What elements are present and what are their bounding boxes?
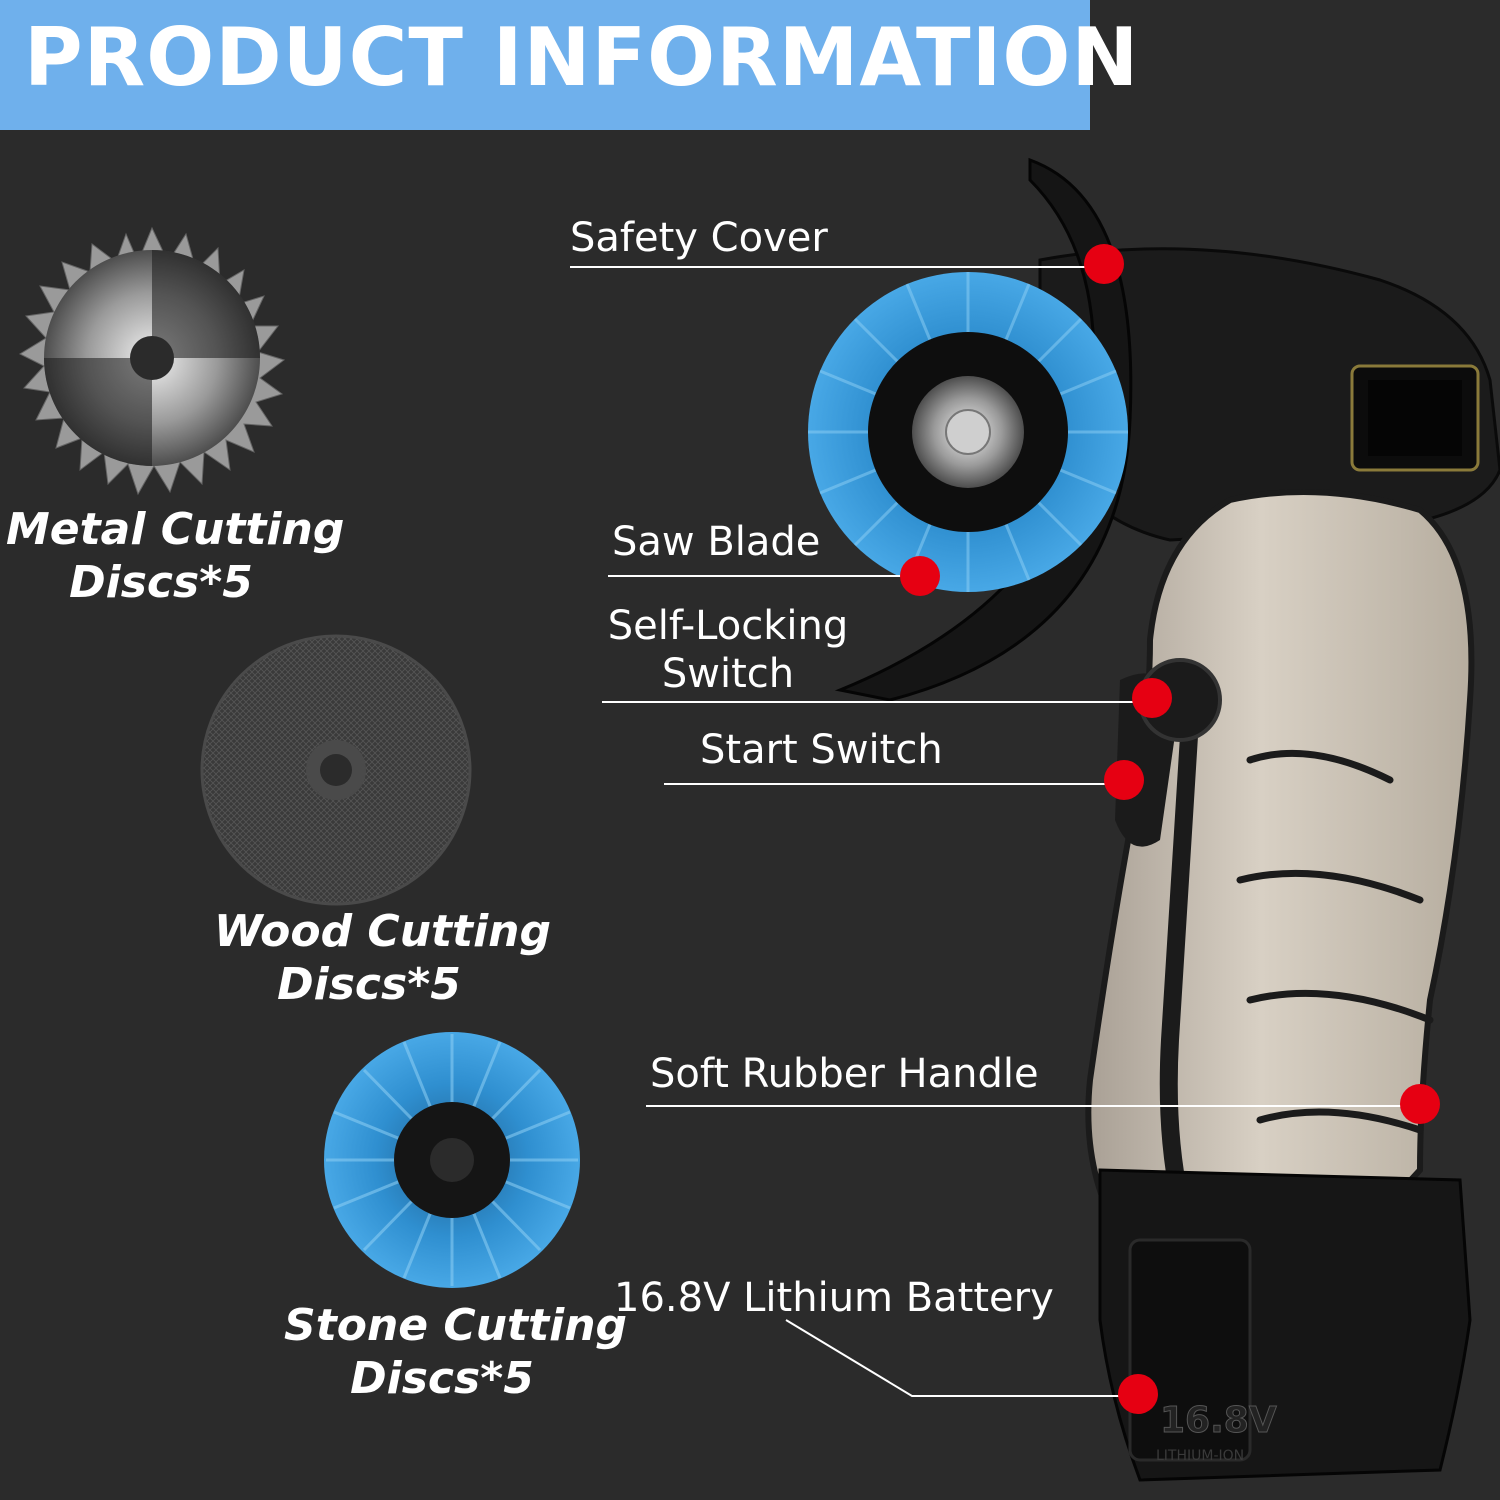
callout-markers bbox=[900, 244, 1440, 1414]
metal-cutting-disc-image bbox=[18, 226, 286, 496]
disc-label-wood-line2: Discs*5 bbox=[277, 958, 461, 1010]
callout-self-locking-line2: Switch bbox=[661, 651, 795, 697]
battery-chemistry-marking: LITHIUM-ION bbox=[1156, 1448, 1244, 1464]
disc-label-stone: Stone Cutting Discs*5 bbox=[284, 1300, 628, 1406]
disc-label-wood: Wood Cutting Discs*5 bbox=[214, 906, 551, 1012]
angle-grinder-image bbox=[808, 157, 1500, 1482]
disc-label-stone-line1: Stone Cutting bbox=[284, 1300, 628, 1351]
wood-cutting-disc-image bbox=[200, 634, 472, 906]
header-banner: PRODUCT INFORMATION bbox=[0, 0, 1138, 130]
disc-label-stone-line2: Discs*5 bbox=[350, 1352, 534, 1404]
callout-leader-lines bbox=[570, 266, 1420, 1397]
callout-safety-cover: Safety Cover bbox=[570, 215, 828, 261]
callout-self-locking-line1: Self-Locking bbox=[607, 603, 849, 649]
disc-label-metal-line2: Discs*5 bbox=[69, 556, 253, 608]
disc-label-metal-line1: Metal Cutting bbox=[6, 504, 345, 555]
callout-soft-rubber-handle: Soft Rubber Handle bbox=[650, 1051, 1039, 1097]
disc-label-metal: Metal Cutting Discs*5 bbox=[6, 504, 345, 610]
page-title: PRODUCT INFORMATION bbox=[24, 11, 1140, 104]
callout-lithium-battery: 16.8V Lithium Battery bbox=[614, 1275, 1054, 1321]
callout-self-locking-switch: Self-Locking Switch bbox=[602, 602, 854, 698]
callout-start-switch: Start Switch bbox=[700, 727, 943, 773]
battery-voltage-marking: 16.8V bbox=[1160, 1400, 1277, 1441]
callout-saw-blade: Saw Blade bbox=[612, 519, 821, 565]
stone-cutting-disc-image bbox=[324, 1032, 580, 1288]
disc-label-wood-line1: Wood Cutting bbox=[214, 906, 551, 957]
